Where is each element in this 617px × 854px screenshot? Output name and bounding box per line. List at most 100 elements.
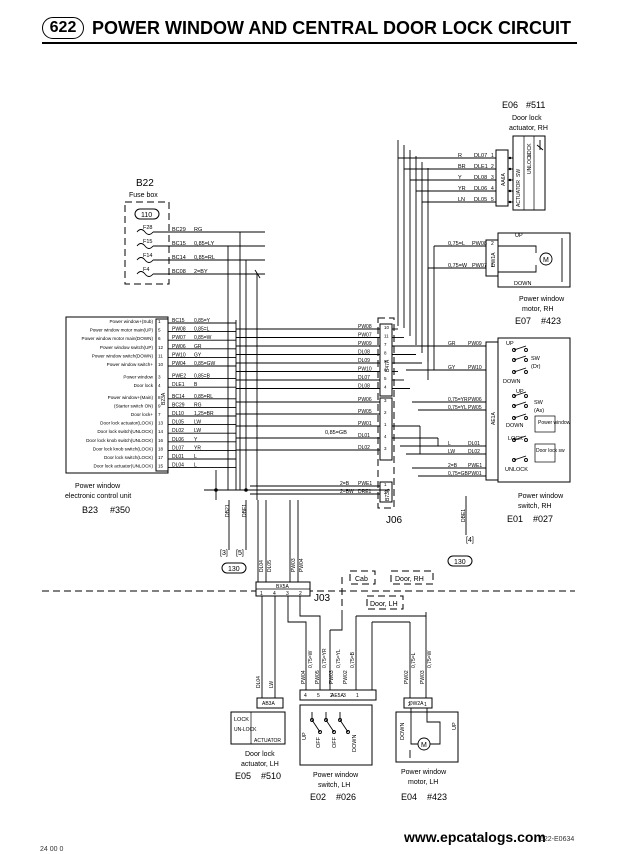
zone-door-lh: Door, LH: [370, 601, 398, 608]
j03-pin-0: 1: [260, 591, 263, 597]
e02-ref: #026: [336, 792, 356, 802]
b23-pin-label-11: Door lock actuator(LOCK): [100, 421, 153, 426]
e06-label-0: LOCK: [527, 143, 533, 157]
b23-circuit-8: BC14: [172, 394, 185, 400]
b23-color-3: GR: [194, 344, 202, 350]
e07-ref: #423: [541, 316, 561, 326]
e01-power-window-switch-rh: AE1A UP SW (Dr) DOWN UP SW (As) DOWN Pow…: [400, 337, 571, 524]
e06-desc-1: Door lock: [512, 115, 542, 122]
e01-conn: AE1A: [491, 412, 497, 425]
b23-color-6: 0,85=B: [194, 374, 211, 380]
b23-pin-label-4: Power window switch(DOWN): [92, 353, 154, 358]
drawing-code: 622-E0634: [540, 836, 575, 843]
e04-ref: #423: [427, 792, 447, 802]
b23-color-0: 0,85=Y: [194, 318, 211, 324]
svg-text:M: M: [543, 257, 549, 264]
j03-drop-wire-2: PW03: [291, 558, 297, 572]
ground-4: [4]: [466, 537, 474, 544]
page-title: POWER WINDOW AND CENTRAL DOOR LOCK CIRCU…: [92, 18, 571, 38]
j06-bot-pin-0: 1: [384, 482, 387, 487]
j06-mid-pin-0: 3: [384, 398, 387, 403]
e02-power-window-switch-lh: AE5A UP DOWN OFF OFF Power window switch…: [299, 689, 377, 802]
j06-top-pin-3: 8: [384, 351, 387, 356]
b23-pin-number-11: 13: [158, 421, 164, 426]
b23-pin-number-8: 8: [158, 395, 161, 400]
zone-door-rh: Door, RH: [395, 576, 424, 583]
e02-code: E02: [310, 792, 326, 802]
b23-circuit-4: PW10: [172, 352, 186, 358]
b23-pin-label-15: Door lock switch(LOCK): [104, 455, 153, 460]
e02-pin-1: 5: [317, 693, 320, 699]
b22-fuse-color-0: RG: [194, 227, 202, 233]
e06-conn: AA6A: [501, 173, 507, 186]
b23-pin-label-10: Door lock+: [131, 412, 153, 417]
b23-connector: [155, 318, 169, 472]
e01-item-5: SW: [534, 400, 544, 406]
b22-fuse-circuit-0: BC29: [172, 227, 186, 233]
e07-wire-circuit-1: PW07: [472, 263, 487, 269]
j03-conn: BX5A: [276, 584, 289, 590]
e01-wire-color-6: 2=B: [448, 463, 458, 469]
e06-wire-circuit-0: DL07: [474, 153, 487, 159]
b22-fuse-name-3: F4: [143, 267, 149, 273]
e01-item-8: Power window: [538, 420, 571, 426]
b23-color-10: 1,25=BR: [194, 411, 214, 417]
e01-item-2: (Dr): [531, 364, 541, 370]
e01-wire-color-0: GR: [448, 341, 456, 347]
j03-pin-1: 4: [273, 591, 276, 597]
b23-pin-number-6: 3: [158, 375, 161, 380]
b22-fuse-name-2: F14: [143, 253, 152, 259]
b23-pin-number-10: 7: [158, 412, 161, 417]
b23-pin-number-0: 1: [158, 319, 161, 324]
j06-top-circuit-5: PW10: [358, 367, 372, 373]
b23-pin-label-9: (Starter switch ON): [114, 403, 154, 408]
j06-mid-circuit-3: DL01: [358, 433, 370, 439]
e01-wire-circuit-0: PW09: [468, 341, 482, 347]
b23-circuit-14: DL07: [172, 445, 184, 451]
b23-circuit-1: PW08: [172, 327, 186, 333]
b23-pin-number-2: 6: [158, 336, 161, 341]
j06-top-pin-0: 10: [384, 325, 390, 330]
b23-pin-number-9: 9: [158, 403, 161, 408]
e06-wire-pin-0: 1: [491, 153, 494, 159]
j06-bot-pin-1: 2: [384, 490, 387, 495]
e07-wire-color-1: 0,75=W: [448, 263, 468, 269]
b22-fuse-name-0: F28: [143, 225, 152, 231]
b22-code: B22: [136, 178, 154, 189]
b23-power-window-ecu: B23A Power window electronic control uni…: [65, 316, 236, 515]
j06-top-circuit-7: DL08: [358, 384, 370, 390]
e02-wire-circuit-2: PW03: [329, 670, 335, 684]
e07-code: E07: [515, 316, 531, 326]
fuse-icon: [136, 229, 154, 235]
b23-circuit-11: DL05: [172, 420, 184, 426]
b23-color-2: 0,85=W: [194, 335, 212, 341]
e01-item-6: (As): [534, 408, 544, 414]
b23-pin-number-5: 10: [158, 362, 164, 367]
b23-pin-number-7: 4: [158, 383, 161, 388]
j06-top-circuit-0: PW08: [358, 324, 372, 330]
j06-mid-connector: [379, 397, 393, 461]
b22-fuse-circuit-3: BC08: [172, 269, 186, 275]
j06-bot-connector: [379, 481, 393, 503]
e06-wire-pin-1: 2: [491, 164, 494, 170]
e04-pin-1: 1: [424, 702, 427, 708]
b22-fuse-color-3: 2=BY: [194, 269, 208, 275]
j06-mid-circuit-2: PW01: [358, 421, 372, 427]
b23-pin-number-4: 11: [158, 353, 163, 358]
j06-mid-pin-3: 4: [384, 434, 387, 439]
e04-wire-color-1: 0,75=W: [427, 650, 433, 668]
e07-wire-pin-0: 2: [491, 241, 494, 247]
e07-wire-pin-1: 1: [491, 263, 494, 269]
e06-door-lock-actuator-rh: E06 #511 Door lock actuator, RH AA6A LOC…: [398, 100, 548, 211]
e05-door-lock-actuator-lh: AB3A LOCK UN-LOCK ACTUATOR Door lock act…: [230, 697, 286, 781]
e06-wire-pin-4: 5: [491, 197, 494, 203]
e01-item-10: Door lock sw: [536, 448, 565, 454]
e04-label-up: UP: [452, 722, 458, 730]
j03-drop-wire-3: PW04: [299, 558, 305, 572]
b23-ref: #350: [110, 505, 130, 515]
b23-circuit-3: PW06: [172, 344, 186, 350]
